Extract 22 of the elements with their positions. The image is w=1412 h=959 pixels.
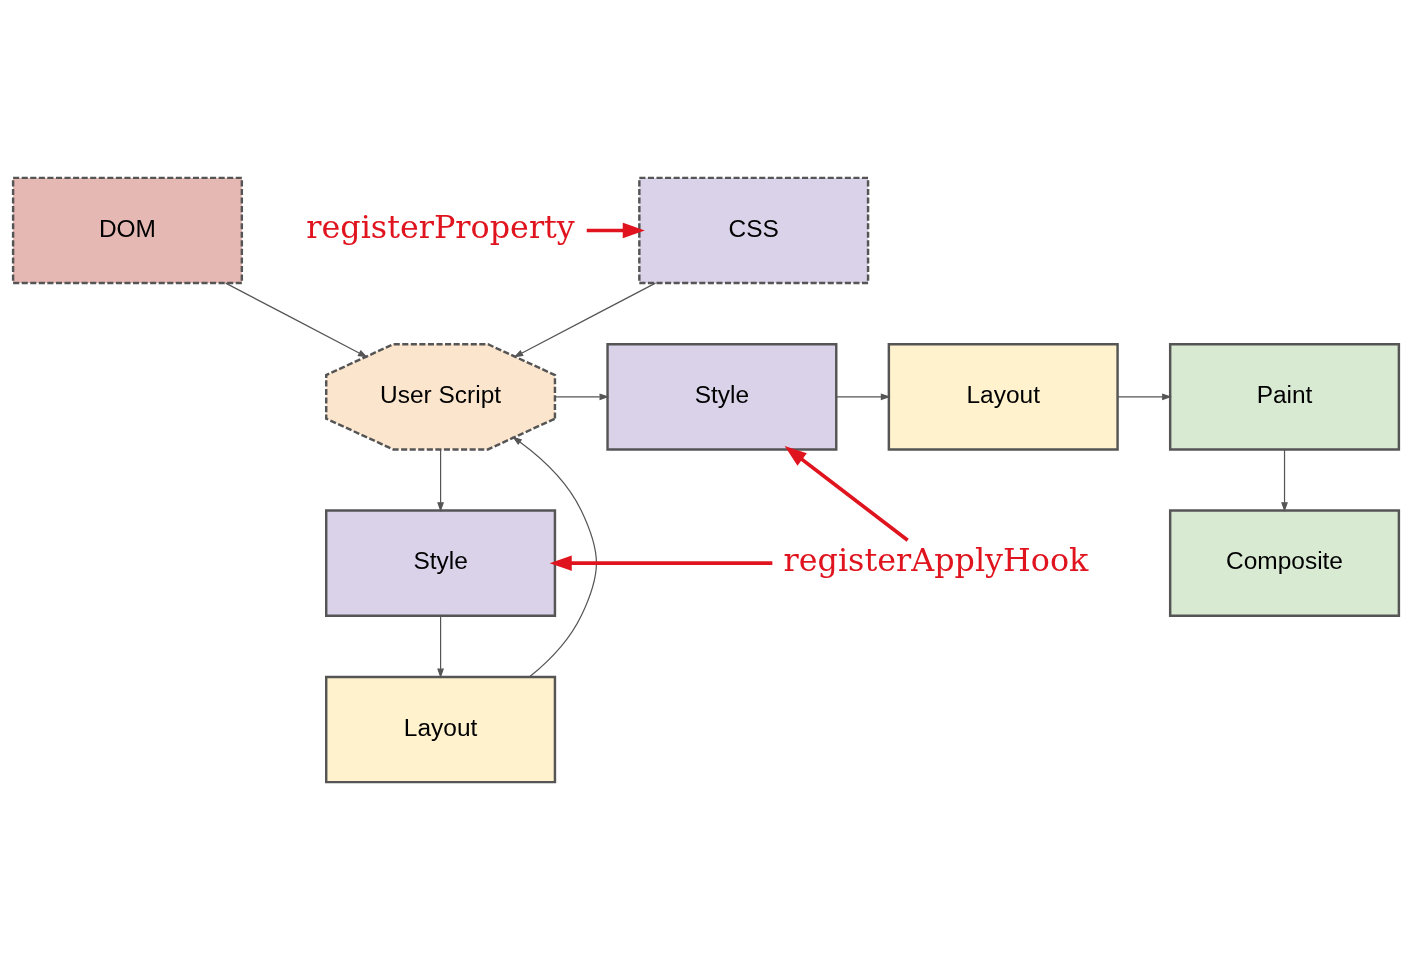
node-box: Layout bbox=[325, 675, 557, 783]
arrow bbox=[549, 554, 773, 571]
node-box: Composite bbox=[1168, 508, 1401, 617]
arrow bbox=[437, 448, 444, 512]
node-box: CSS bbox=[638, 176, 870, 284]
arrow bbox=[225, 282, 368, 357]
arrow bbox=[1281, 448, 1288, 512]
node-text: registerProperty bbox=[306, 207, 575, 245]
node-box: Style bbox=[325, 508, 557, 617]
arrow bbox=[554, 392, 610, 400]
arrow bbox=[586, 222, 645, 238]
arrow bbox=[512, 436, 598, 677]
arrow bbox=[513, 282, 657, 357]
arrow bbox=[836, 392, 891, 400]
node-box: Layout bbox=[887, 342, 1119, 451]
arrow bbox=[1117, 392, 1172, 400]
node-box: Style bbox=[606, 342, 838, 451]
node-box: Paint bbox=[1168, 342, 1401, 451]
arrow bbox=[784, 445, 909, 542]
node-text: registerApplyHook bbox=[783, 540, 1089, 578]
node-box: DOM bbox=[11, 176, 244, 284]
arrow bbox=[437, 614, 444, 678]
